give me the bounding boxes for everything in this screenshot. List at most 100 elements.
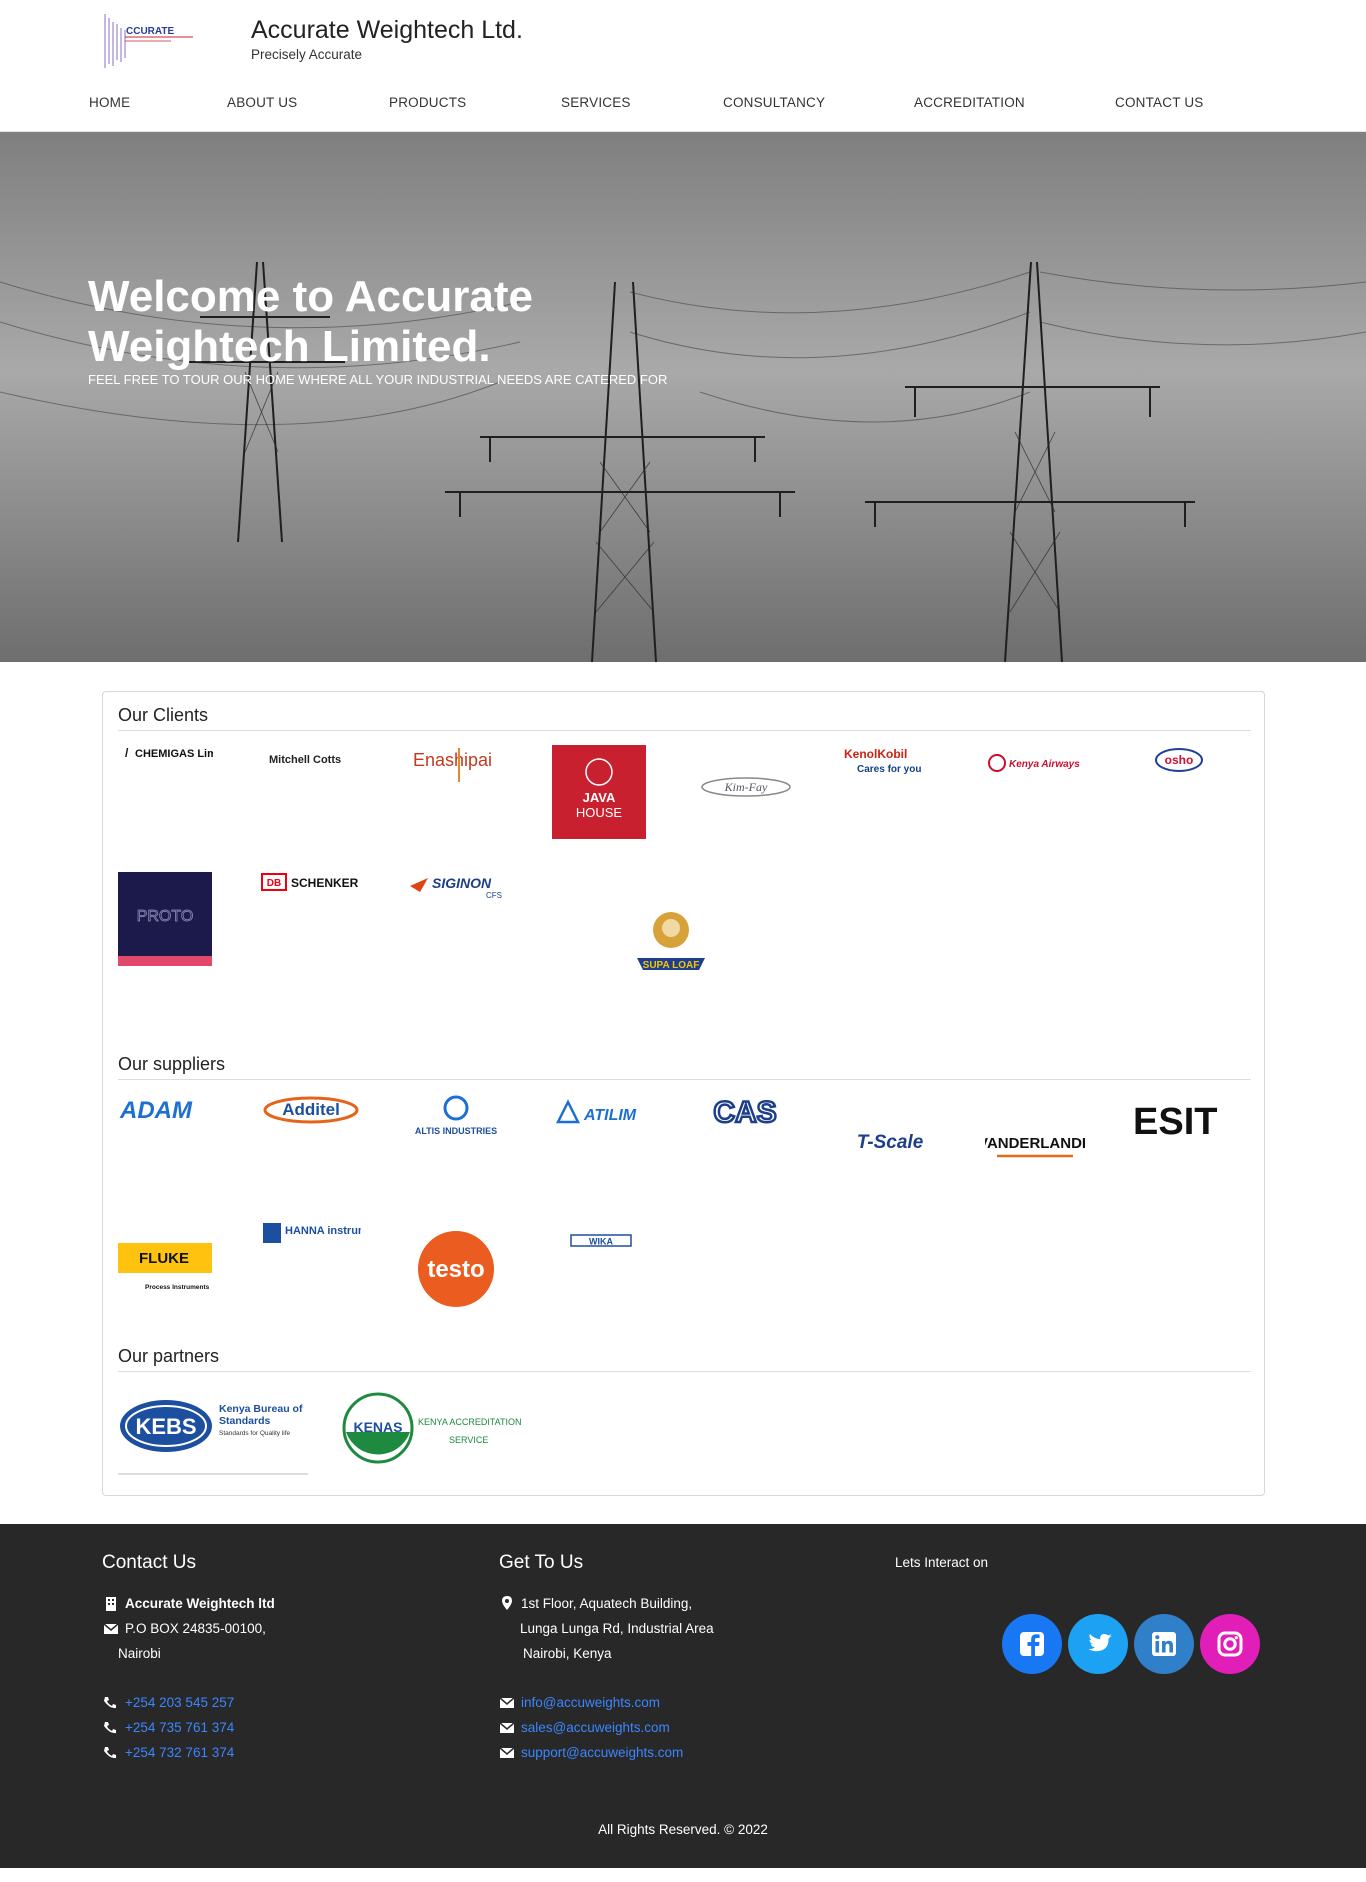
- supplier-logo-wika: WIKA: [569, 1233, 633, 1249]
- supplier-logo-altis: ALTIS INDUSTRIES: [408, 1094, 504, 1138]
- facebook-link[interactable]: [1002, 1614, 1062, 1674]
- supplier-logo-fluke: FLUKE Process Instruments: [118, 1243, 214, 1291]
- twitter-icon: [1068, 1614, 1128, 1674]
- hero-title: Welcome to Accurate Weightech Limited.: [88, 272, 534, 371]
- footer-location-heading: Get To Us: [499, 1552, 584, 1573]
- svg-text:KENAS: KENAS: [353, 1419, 402, 1435]
- nav-accreditation[interactable]: ACCREDITATION: [914, 95, 1025, 110]
- partners-heading: Our partners: [118, 1346, 220, 1366]
- envelope-icon: [500, 1697, 514, 1708]
- client-logo-osho: osho: [1153, 747, 1205, 775]
- svg-text:PROTO: PROTO: [137, 908, 194, 925]
- client-logo-proto: PROTO: [118, 872, 212, 966]
- instagram-icon: [1200, 1614, 1260, 1674]
- svg-text:osho: osho: [1165, 753, 1194, 767]
- footer-contact-heading: Contact Us: [102, 1552, 196, 1573]
- svg-text:Mitchell Cotts: Mitchell Cotts: [269, 754, 341, 766]
- footer-email-info[interactable]: info@accuweights.com: [521, 1695, 661, 1710]
- svg-text:ALTIS INDUSTRIES: ALTIS INDUSTRIES: [415, 1126, 497, 1136]
- linkedin-link[interactable]: [1134, 1614, 1194, 1674]
- svg-text:KenolKobil: KenolKobil: [844, 747, 907, 761]
- company-logo[interactable]: CCURATE: [101, 12, 195, 70]
- nav-about-us[interactable]: ABOUT US: [227, 95, 298, 110]
- svg-text:Standards: Standards: [219, 1415, 271, 1427]
- phone-icon: [104, 1722, 116, 1734]
- power-pylons-image: [0, 132, 1366, 662]
- svg-text:SERVICE: SERVICE: [449, 1435, 488, 1445]
- supplier-logo-t-scale: T-Scale: [840, 1128, 940, 1154]
- hero-subtitle: FEEL FREE TO TOUR OUR HOME WHERE ALL YOU…: [88, 372, 668, 387]
- nav-consultancy[interactable]: CONSULTANCY: [723, 95, 826, 110]
- footer-company-name: Accurate Weightech ltd: [125, 1596, 275, 1611]
- partners-divider: [118, 1371, 1251, 1372]
- svg-text:DB: DB: [267, 878, 281, 889]
- svg-text:SCHENKER: SCHENKER: [291, 876, 359, 890]
- svg-text:KEBS: KEBS: [135, 1414, 196, 1439]
- svg-text:Standards for Quality life: Standards for Quality life: [219, 1430, 291, 1437]
- hero-banner: Welcome to Accurate Weightech Limited. F…: [0, 132, 1366, 662]
- phone-icon: [104, 1747, 116, 1759]
- svg-text:CHEMIGAS Limited: CHEMIGAS Limited: [135, 748, 213, 760]
- footer-phone-2[interactable]: +254 735 761 374: [125, 1720, 235, 1735]
- nav-services[interactable]: SERVICES: [561, 95, 631, 110]
- svg-text:SIGINON: SIGINON: [432, 875, 492, 891]
- page-bottom-edge: [0, 1868, 1366, 1882]
- suppliers-divider: [118, 1079, 1251, 1080]
- footer-phone-3[interactable]: +254 732 761 374: [125, 1745, 235, 1760]
- svg-text:FLUKE: FLUKE: [139, 1250, 189, 1267]
- client-logo-kim-fay: Kim-Fay: [699, 772, 793, 802]
- svg-text:Additel: Additel: [282, 1100, 340, 1119]
- svg-text:testo: testo: [427, 1256, 484, 1283]
- supplier-logo-atilim: ATILIM: [554, 1096, 650, 1130]
- footer-email-support[interactable]: support@accuweights.com: [521, 1745, 684, 1760]
- svg-text:Enashipai: Enashipai: [413, 750, 492, 770]
- suppliers-heading: Our suppliers: [118, 1054, 226, 1074]
- svg-text:Kenya Bureau of: Kenya Bureau of: [219, 1403, 303, 1415]
- logos-card: Our Clients / CHEMIGAS Limited Mitchell …: [102, 691, 1265, 1496]
- footer-address-line-3: Nairobi, Kenya: [523, 1646, 612, 1661]
- svg-text:Kenya Airways: Kenya Airways: [1009, 759, 1080, 770]
- envelope-icon: [104, 1623, 118, 1634]
- svg-text:HANNA instruments: HANNA instruments: [285, 1225, 361, 1237]
- footer-phone-1[interactable]: +254 203 545 257: [125, 1695, 235, 1710]
- twitter-link[interactable]: [1068, 1614, 1128, 1674]
- supplier-logo-additel: Additel: [263, 1094, 359, 1126]
- footer-city: Nairobi: [118, 1646, 161, 1661]
- svg-text:JAVA: JAVA: [583, 790, 616, 805]
- svg-text:CAS: CAS: [713, 1096, 776, 1128]
- footer-social-heading: Lets Interact on: [895, 1555, 989, 1570]
- brand-title: Accurate Weightech Ltd.: [251, 16, 523, 44]
- client-logo-supa-loaf: SUPA LOAF: [629, 900, 713, 992]
- footer-address-line-1: 1st Floor, Aquatech Building,: [521, 1596, 693, 1611]
- site-footer: Contact Us Accurate Weightech ltd P.O BO…: [0, 1524, 1366, 1868]
- client-logo-enashipai: Enashipai: [411, 744, 499, 784]
- footer-address-line-2: Lunga Lunga Rd, Industrial Area: [520, 1621, 714, 1636]
- svg-text:ATILIM: ATILIM: [583, 1107, 637, 1124]
- building-icon: [106, 1597, 116, 1611]
- nav-contact-us[interactable]: CONTACT US: [1115, 95, 1204, 110]
- svg-text:Cares for you: Cares for you: [857, 764, 921, 775]
- nav-home[interactable]: HOME: [89, 95, 131, 110]
- clients-divider: [118, 730, 1251, 731]
- instagram-link[interactable]: [1200, 1614, 1260, 1674]
- client-logo-db-schenker: DB SCHENKER: [261, 872, 361, 892]
- footer-email-sales[interactable]: sales@accuweights.com: [521, 1720, 670, 1735]
- brand-tagline: Precisely Accurate: [251, 47, 363, 62]
- envelope-icon: [500, 1722, 514, 1733]
- main-nav: HOME ABOUT US PRODUCTS SERVICES CONSULTA…: [0, 95, 1366, 115]
- map-pin-icon: [502, 1596, 512, 1610]
- logo-wordmark: CCURATE: [126, 26, 174, 37]
- envelope-icon: [500, 1747, 514, 1758]
- svg-text:Process Instruments: Process Instruments: [145, 1284, 210, 1291]
- nav-products[interactable]: PRODUCTS: [389, 95, 467, 110]
- clients-heading: Our Clients: [118, 705, 209, 725]
- supplier-logo-testo: testo: [416, 1229, 496, 1309]
- svg-text:Kim-Fay: Kim-Fay: [724, 780, 768, 794]
- svg-text:T-Scale: T-Scale: [857, 1132, 924, 1153]
- supplier-logo-adam: ADAM: [118, 1094, 214, 1124]
